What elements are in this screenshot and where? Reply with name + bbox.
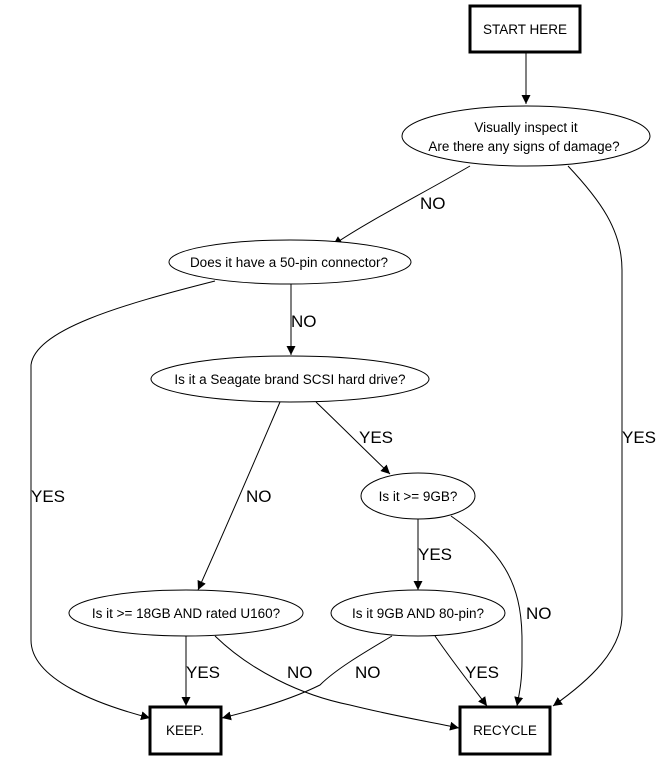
node-inspect: Visually inspect it Are there any signs … bbox=[401, 105, 651, 167]
edge-label-ge9gb-no: NO bbox=[526, 604, 552, 623]
node-start: START HERE bbox=[468, 4, 582, 54]
node-eq9gb80: Is it 9GB AND 80-pin? bbox=[330, 589, 506, 637]
node-inspect-label-line1: Visually inspect it bbox=[474, 120, 578, 135]
edge-inspect-to-recycle bbox=[552, 165, 623, 707]
edge-ge18gb-to-recycle bbox=[214, 635, 460, 731]
edge-label-ge9gb-yes: YES bbox=[418, 545, 452, 564]
edge-label-pin50-yes: YES bbox=[31, 487, 65, 506]
edge-label-eq9gb80-no: NO bbox=[355, 663, 381, 682]
node-seagate-label: Is it a Seagate brand SCSI hard drive? bbox=[174, 372, 405, 387]
node-start-label: START HERE bbox=[483, 22, 567, 37]
edge-label-seagate-no: NO bbox=[246, 487, 272, 506]
node-keep-box bbox=[148, 705, 223, 756]
node-eq9gb80-label: Is it 9GB AND 80-pin? bbox=[352, 606, 484, 621]
edge-pin50-to-keep bbox=[30, 280, 216, 721]
edge-seagate-to-ge18gb bbox=[197, 401, 281, 591]
edges bbox=[30, 53, 623, 731]
node-ge18gb: Is it >= 18GB AND rated U160? bbox=[68, 589, 304, 637]
edge-eq9gb80-to-keep bbox=[221, 635, 393, 721]
edge-eq9gb80-to-recycle bbox=[434, 635, 488, 707]
edge-ge9gb-to-recycle bbox=[450, 515, 524, 707]
node-recycle-label: RECYCLE bbox=[473, 723, 537, 738]
node-start-box bbox=[468, 4, 582, 54]
node-ge9gb-label: Is it >= 9GB? bbox=[379, 489, 458, 504]
edge-label-inspect-no: NO bbox=[420, 194, 446, 213]
node-seagate: Is it a Seagate brand SCSI hard drive? bbox=[150, 355, 430, 403]
node-ge18gb-label: Is it >= 18GB AND rated U160? bbox=[92, 606, 280, 621]
edge-seagate-to-ge9gb bbox=[315, 401, 391, 475]
node-pin50: Does it have a 50-pin connector? bbox=[168, 239, 412, 285]
node-pin50-ellipse bbox=[168, 239, 412, 285]
node-keep: KEEP. bbox=[148, 705, 223, 756]
node-ge9gb-ellipse bbox=[360, 472, 476, 520]
node-recycle: RECYCLE bbox=[458, 705, 552, 756]
node-inspect-ellipse bbox=[401, 105, 651, 167]
edge-label-ge18gb-yes: YES bbox=[186, 663, 220, 682]
edge-labels: NO YES NO YES YES NO YES NO YES NO NO YE… bbox=[31, 194, 656, 682]
edge-inspect-to-pin50 bbox=[332, 165, 471, 246]
edge-label-seagate-yes: YES bbox=[359, 428, 393, 447]
edge-label-eq9gb80-yes: YES bbox=[465, 663, 499, 682]
edge-label-ge18gb-no: NO bbox=[287, 663, 313, 682]
node-ge18gb-ellipse bbox=[68, 589, 304, 637]
node-recycle-box bbox=[458, 705, 552, 756]
node-inspect-label-line2: Are there any signs of damage? bbox=[428, 139, 619, 154]
node-ge9gb: Is it >= 9GB? bbox=[360, 472, 476, 520]
edge-label-inspect-yes: YES bbox=[622, 428, 656, 447]
node-keep-label: KEEP. bbox=[166, 723, 204, 738]
edge-label-pin50-no: NO bbox=[291, 312, 317, 331]
node-pin50-label: Does it have a 50-pin connector? bbox=[190, 255, 388, 270]
node-eq9gb80-ellipse bbox=[330, 589, 506, 637]
node-seagate-ellipse bbox=[150, 355, 430, 403]
